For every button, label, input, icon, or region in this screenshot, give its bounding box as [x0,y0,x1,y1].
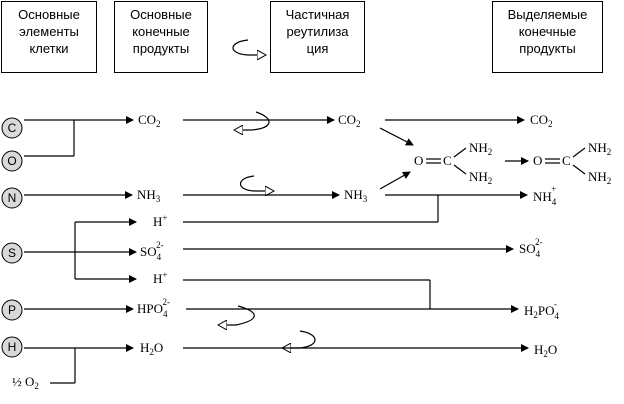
h2po4-excreted: H2PO4- [524,299,560,321]
element-n: N [1,187,23,209]
nh3-to-urea-arrow [379,171,411,190]
h2o-product: H2O [140,340,163,357]
urea-structure-right: O C NH2 NH2 [533,140,611,186]
hplus-top: H+ [153,213,167,229]
element-o: O [1,150,23,172]
header-end-products: Основные конечные продукты [114,1,208,73]
element-n-label: N [8,191,17,205]
svg-text:C: C [562,153,571,168]
nh3-reuse: NH3 [344,187,368,204]
cycle-icon [232,39,262,55]
header-elements: Основные элементы клетки [1,1,97,73]
co2-product: CO2 [138,112,161,129]
element-p-label: P [8,303,16,317]
svg-text:NH2: NH2 [588,140,611,157]
co2-to-urea-arrow [379,127,414,146]
element-h-label: H [8,340,17,354]
nh3-product: NH3 [137,187,161,204]
cycle-icon [238,111,270,130]
element-s-label: S [8,246,16,260]
half-o2-label: ½ O2 [12,374,39,391]
header-excreted: Выделяемые конечные продукты [492,1,603,73]
svg-text:NH2: NH2 [588,169,611,186]
svg-text:O: O [414,153,423,168]
svg-text:NH2: NH2 [469,169,492,186]
urea-structure-left: O C NH2 NH2 [414,140,492,186]
hplus-bottom: H+ [153,270,167,286]
svg-text:C: C [443,153,452,168]
element-h: H [1,336,23,358]
so4-product: SO42- [140,240,164,262]
element-o-label: O [7,154,16,168]
element-c: C [1,117,23,139]
element-s: S [1,242,23,264]
cycle-icon [222,305,255,325]
so4-excreted: SO42- [519,237,543,259]
co2-reuse: CO2 [338,112,361,129]
svg-text:NH2: NH2 [469,140,492,157]
element-c-label: C [8,121,17,135]
co2-excreted: CO2 [530,112,553,129]
cycle-icon [239,175,271,191]
element-p: P [1,299,23,321]
header-reutilization: Частичная реутилиза ция [270,1,365,73]
svg-text:O: O [533,153,542,168]
h2o-excreted: H2O [534,342,557,359]
cycle-icon [286,330,316,348]
nh4-excreted: NH4+ [533,184,557,207]
hpo4-product: HPO42- [137,297,170,319]
